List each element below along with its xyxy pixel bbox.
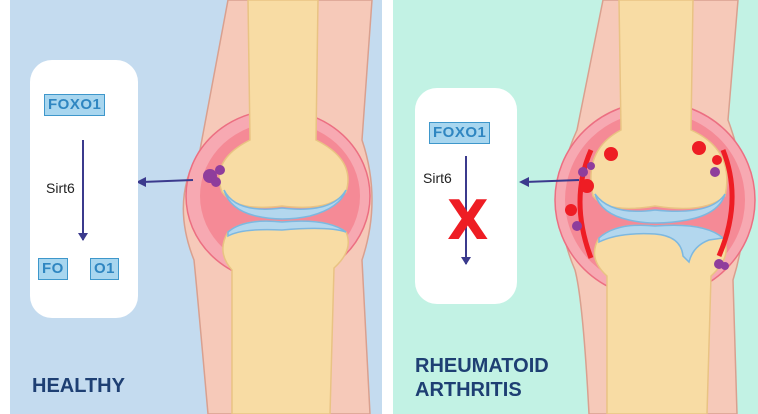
healthy-pathway-card: FOXO1 Sirt6 FO O1 — [30, 60, 138, 318]
sirt6-label: Sirt6 — [423, 170, 452, 186]
ra-pathway-card: FOXO1 Sirt6 X — [415, 88, 517, 304]
ra-panel: FOXO1 Sirt6 X RHEUMATOID ARTHRITIS — [393, 0, 758, 414]
foxo1-cleaved-right: O1 — [90, 258, 119, 280]
sirt6-label: Sirt6 — [46, 180, 75, 196]
ra-title: RHEUMATOID ARTHRITIS — [415, 354, 549, 402]
healthy-panel: FOXO1 Sirt6 FO O1 HEALTHY — [10, 0, 382, 414]
ra-title-line2: ARTHRITIS — [415, 378, 549, 402]
pathway-arrowhead — [519, 177, 529, 187]
ra-title-line1: RHEUMATOID — [415, 354, 549, 378]
pathway-arrow — [142, 180, 193, 182]
down-arrow — [82, 140, 84, 240]
healthy-title: HEALTHY — [32, 374, 125, 398]
tibia — [595, 225, 727, 414]
foxo1-box: FOXO1 — [44, 94, 105, 116]
tibia — [223, 221, 348, 414]
blocked-x-icon: X — [447, 194, 489, 248]
foxo1-cleaved-left: FO — [38, 258, 68, 280]
foxo1-box: FOXO1 — [429, 122, 490, 144]
